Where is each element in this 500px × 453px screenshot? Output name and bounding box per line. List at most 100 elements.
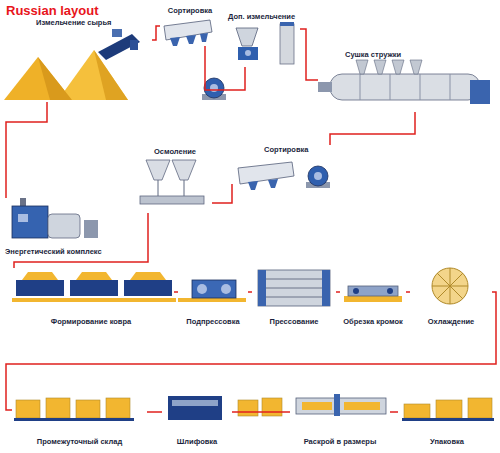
prepress-machine-part [192, 280, 236, 298]
process-station: Упаковка [398, 388, 496, 446]
secondary-chipper [236, 28, 258, 60]
sorter-machine-part [248, 181, 258, 190]
sanding-machine-part [168, 396, 222, 420]
mill-machine-part [204, 78, 224, 98]
forming-line-part [70, 280, 118, 296]
station-label: Обрезка кромок [340, 317, 406, 326]
flow-line [6, 102, 47, 198]
process-station: Доп. измельчение [222, 12, 300, 67]
station-label: Формирование ковра [8, 317, 174, 326]
process-station: Формирование ковра [8, 268, 174, 326]
sorter-machine-part [314, 172, 322, 180]
drum-dryer-part [420, 74, 421, 100]
flow-line [152, 26, 160, 40]
forming-line-part [22, 272, 58, 280]
flow-line [300, 29, 318, 80]
packaging-line [402, 398, 494, 421]
cut-to-size-saw-part [296, 398, 386, 414]
cut-to-size-saw [296, 394, 386, 416]
drum-dryer-part [330, 74, 480, 100]
station-label: Осмоление [154, 147, 212, 156]
flow-line [14, 213, 148, 268]
drum-dryer-part [360, 74, 361, 100]
drum-dryer-part [318, 82, 332, 92]
drum-dryer-part [410, 60, 422, 74]
energy-plant [12, 198, 98, 238]
hot-press-part [322, 270, 330, 306]
raw-material-pile-part [94, 50, 128, 100]
drum-dryer-part [392, 60, 404, 74]
energy-plant-part [18, 214, 28, 222]
sorter-machine [238, 162, 330, 190]
prepress-machine-part [221, 284, 231, 294]
station-label: Упаковка [398, 437, 496, 446]
edge-trimmer-part [344, 296, 402, 302]
process-station: Сортировка [232, 145, 340, 193]
cut-to-size-saw-part [302, 402, 332, 410]
forming-line [12, 272, 176, 302]
drum-dryer-part [374, 60, 386, 74]
flow-line [212, 184, 232, 203]
sorter-machine-part [170, 37, 180, 46]
station-label: Промежуточный склад [12, 437, 147, 446]
station-label: Энергетический комплекс [5, 247, 120, 256]
station-label: Подпрессовка [178, 317, 248, 326]
drum-dryer-part [390, 74, 391, 100]
energy-plant-part [12, 206, 48, 238]
sorter-machine-part [308, 166, 328, 186]
drum-dryer [318, 60, 490, 104]
process-station: Обрезка кромок [340, 268, 406, 326]
process-station: Подпрессовка [178, 268, 248, 326]
resin-blender-part [184, 180, 185, 196]
secondary-chipper-part [245, 50, 251, 56]
cooling-wheel-part [437, 273, 463, 299]
forming-line-part [130, 272, 166, 280]
packaging-line-part [468, 398, 492, 418]
hot-press-part [266, 297, 322, 298]
board-stacks-part [14, 418, 134, 421]
secondary-chipper-part [236, 28, 258, 46]
raw-material-pile-part [38, 57, 72, 100]
sorter-machine [164, 20, 212, 46]
drum-dryer-part [470, 80, 490, 104]
diagram-title: Russian layout [6, 3, 98, 18]
chipper-machine [98, 29, 140, 60]
process-station: Прессование [252, 262, 336, 326]
raw-material-pile-part [4, 57, 72, 100]
process-station: Шлифовка [162, 388, 232, 446]
prepress-machine [178, 280, 246, 302]
flow-line [248, 291, 252, 293]
sanding-machine-part [172, 400, 218, 406]
flow-line [6, 292, 496, 410]
flow-line [232, 411, 290, 413]
station-label: Шлифовка [162, 437, 232, 446]
board-stacks-part [262, 398, 282, 416]
station-label: Сортировка [160, 6, 220, 15]
cooling-wheel-part [437, 273, 463, 299]
flow-line [390, 411, 398, 413]
station-label: Раскрой в размеры [290, 437, 390, 446]
board-stacks-part [46, 398, 70, 418]
flow-line [336, 291, 340, 293]
hot-press-part [258, 270, 330, 306]
station-label: Сортировка [264, 145, 340, 154]
process-station: Осмоление [132, 147, 212, 213]
cut-to-size-saw-part [334, 394, 340, 416]
process-station: Сортировка [160, 6, 220, 46]
prepress-machine-part [197, 284, 207, 294]
resin-blender-part [172, 160, 196, 180]
chipper-machine-part [130, 40, 138, 50]
forming-line-part [16, 280, 64, 296]
sorter-machine-part [200, 33, 208, 42]
chipper-machine-part [112, 29, 122, 37]
flow-line [205, 46, 245, 90]
raw-material-pile-part [58, 50, 128, 100]
board-stacks [238, 398, 282, 416]
flow-line [330, 112, 415, 145]
hot-press-part [266, 279, 322, 280]
process-station: Промежуточный склад [12, 382, 147, 446]
energy-plant-part [48, 214, 80, 238]
edge-trimmer-part [348, 286, 398, 296]
